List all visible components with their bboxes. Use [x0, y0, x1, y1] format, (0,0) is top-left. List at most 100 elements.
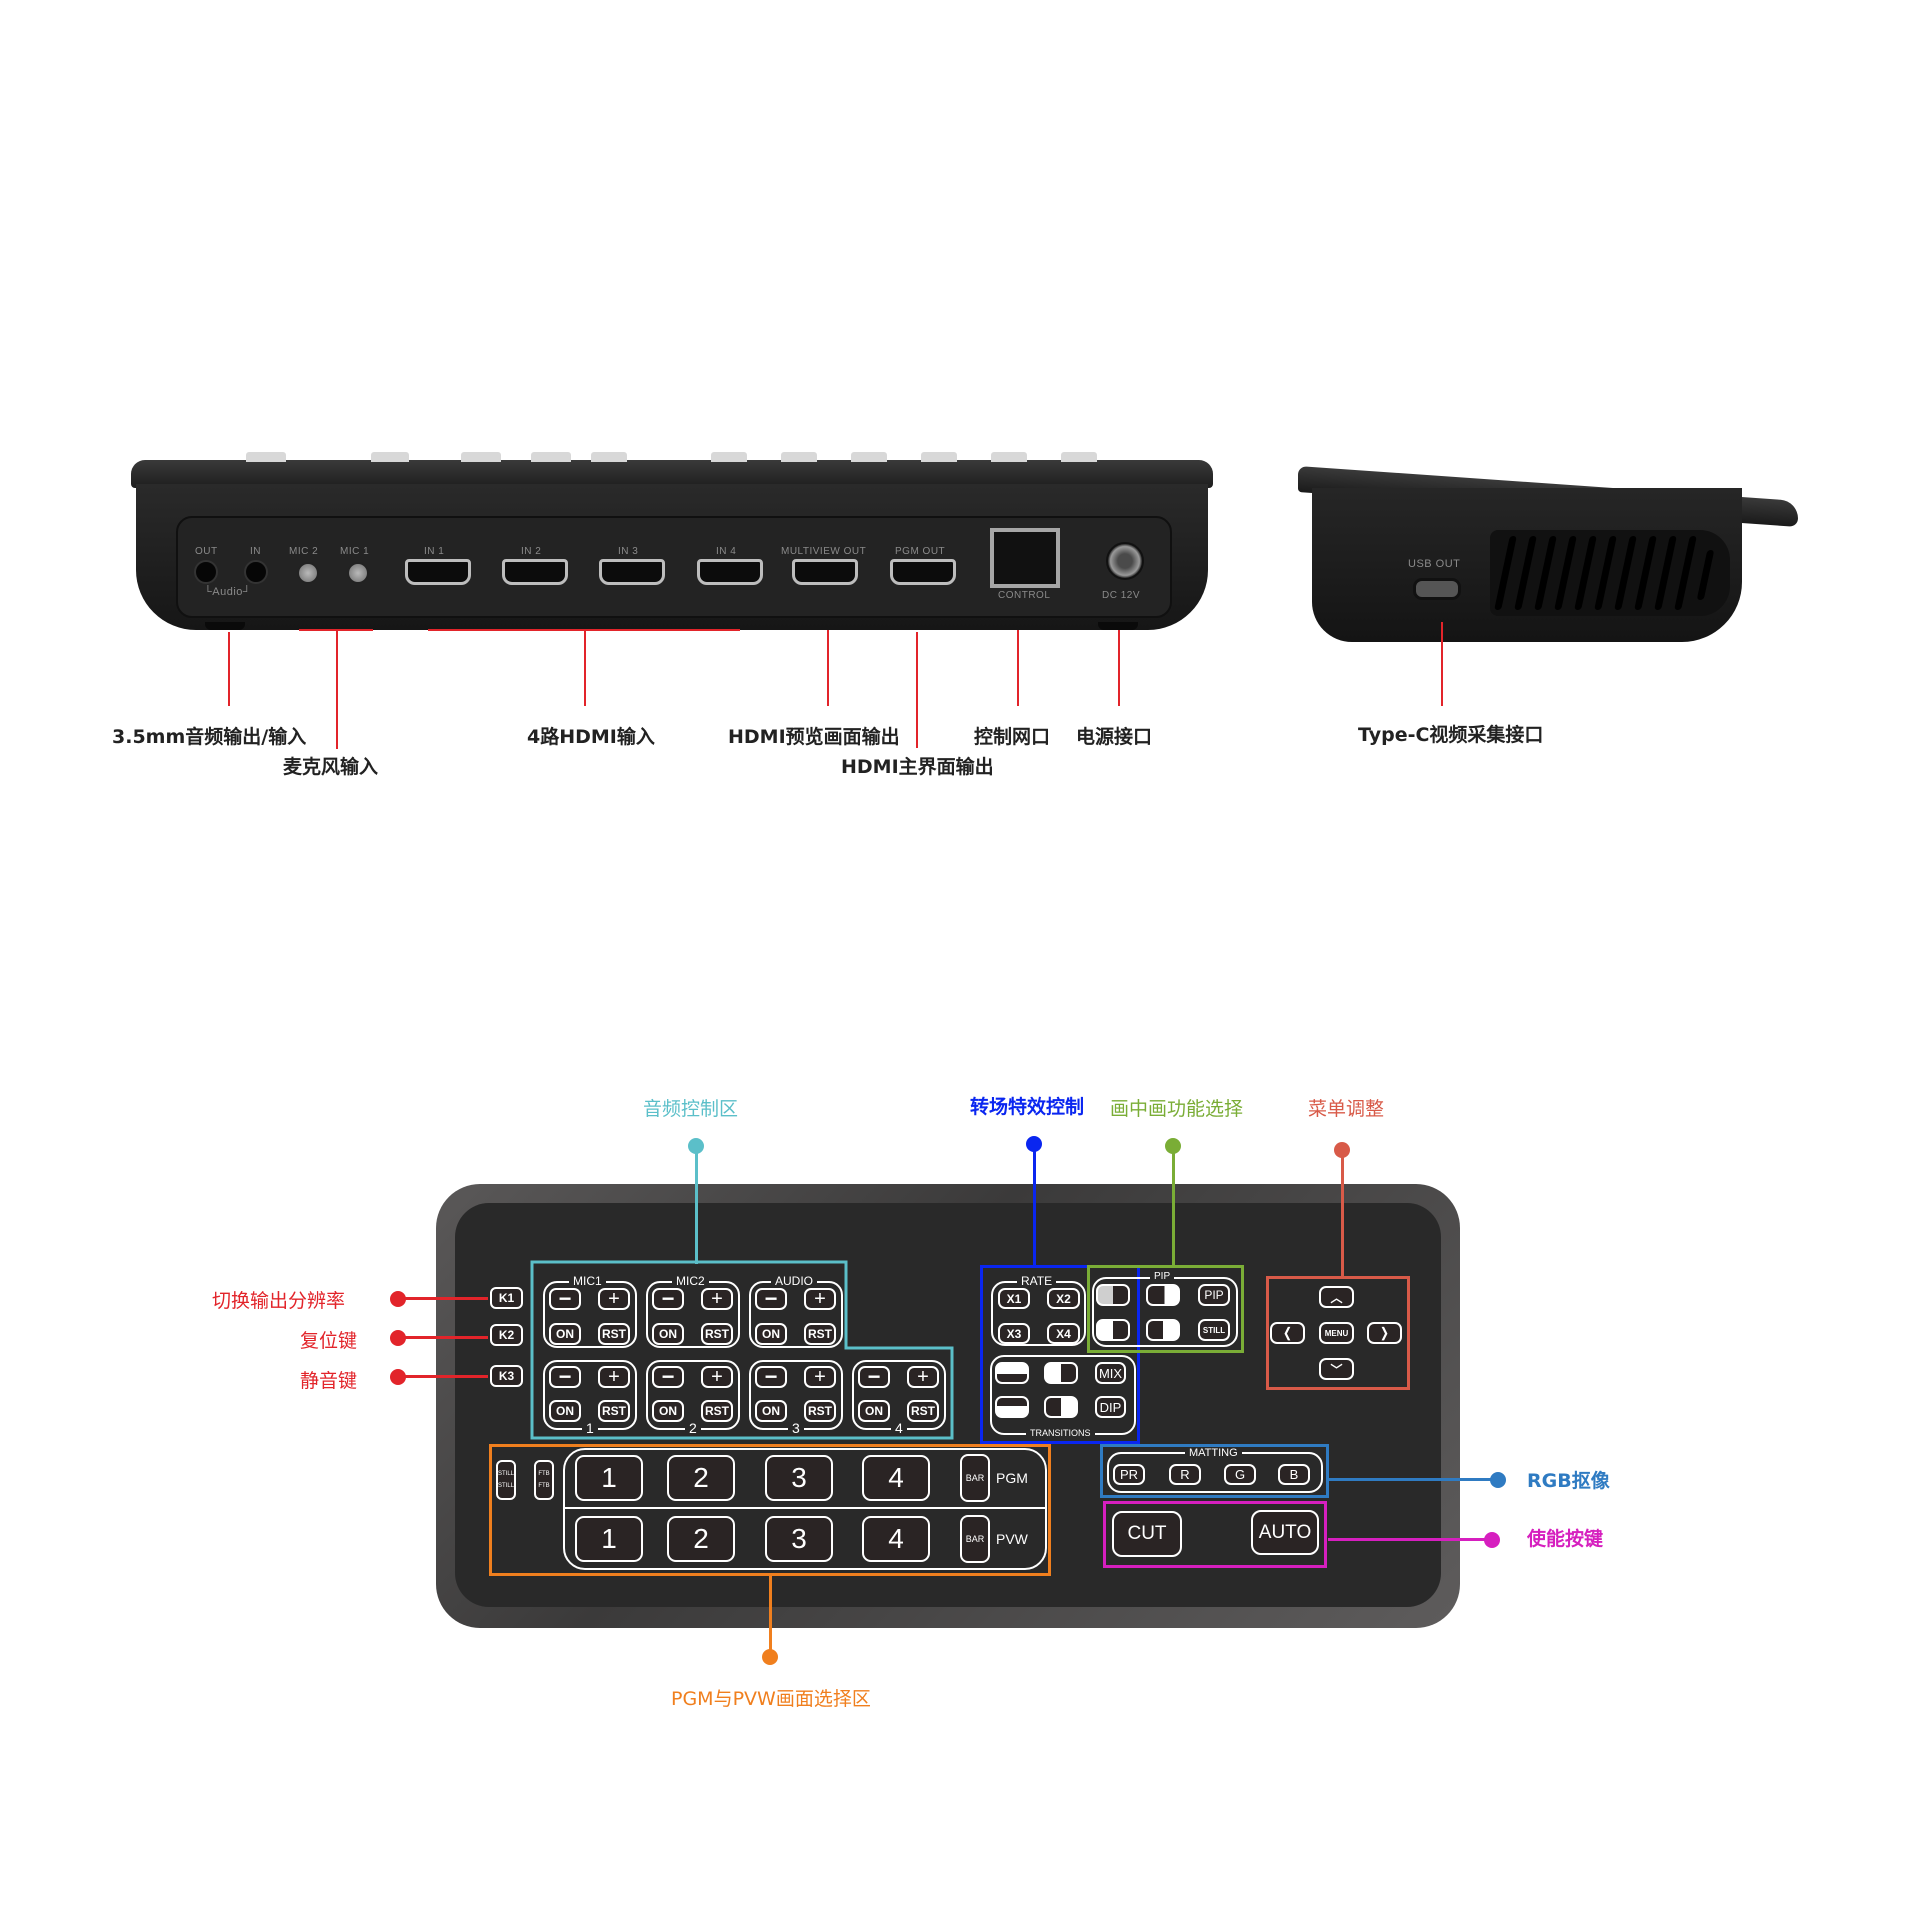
audio-minus-button[interactable]: − [755, 1286, 787, 1311]
audio-plus-button[interactable]: + [804, 1288, 836, 1310]
ch1-minus-button[interactable]: − [549, 1364, 581, 1389]
matting-b-button[interactable]: B [1278, 1464, 1310, 1485]
ch1-plus-button[interactable]: + [598, 1366, 630, 1388]
hdmi-in3-port [599, 559, 665, 585]
menu-up-button[interactable]: ︿ [1319, 1286, 1354, 1308]
ch4-rst-button[interactable]: RST [907, 1400, 939, 1422]
callout-dot [762, 1649, 778, 1665]
ch3-on-button[interactable]: ON [755, 1400, 787, 1422]
audio-group: AUDIO [749, 1275, 843, 1348]
audio-rst-button[interactable]: RST [804, 1323, 836, 1345]
ch1-rst-button[interactable]: RST [598, 1400, 630, 1422]
ch4-minus-button[interactable]: − [858, 1364, 890, 1389]
callout-line [695, 1150, 698, 1264]
mic2-plus-button[interactable]: + [701, 1288, 733, 1310]
rate-zone-outline [980, 1265, 1140, 1357]
wipe-up-transition-button[interactable] [995, 1362, 1029, 1384]
pgm-4-button[interactable]: 4 [862, 1455, 930, 1501]
vent-slot [1534, 536, 1557, 610]
ch2-rst-button[interactable]: RST [701, 1400, 733, 1422]
pip-still-button[interactable]: STILL [1198, 1319, 1230, 1341]
port-label-out: OUT [195, 546, 218, 557]
mic2-group-label: MIC2 [672, 1275, 709, 1287]
matting-g-button[interactable]: G [1224, 1464, 1256, 1485]
audio-on-button[interactable]: ON [755, 1323, 787, 1345]
ch4-plus-button[interactable]: + [907, 1366, 939, 1388]
wipe-down-transition-button[interactable] [995, 1396, 1029, 1418]
rate-x1-button[interactable]: X1 [998, 1288, 1030, 1309]
k1-button[interactable]: K1 [490, 1287, 523, 1309]
port-label-in: IN [250, 546, 261, 557]
pip-top-right-button[interactable] [1146, 1284, 1180, 1306]
ch3-rst-button[interactable]: RST [804, 1400, 836, 1422]
matting-r-button[interactable]: R [1169, 1464, 1201, 1485]
label-pip-zone: 画中画功能选择 [1110, 1098, 1244, 1120]
pvw-3-button[interactable]: 3 [765, 1516, 833, 1562]
pip-bottom-left-button[interactable] [1096, 1319, 1130, 1341]
label-menu-zone: 菜单调整 [1308, 1098, 1385, 1120]
channel1-group: 1 [543, 1360, 637, 1435]
still-button[interactable]: STILL STILL [496, 1460, 516, 1500]
ch1-on-button[interactable]: ON [549, 1400, 581, 1422]
callout-dot [390, 1330, 406, 1346]
menu-left-button[interactable]: ❬ [1270, 1322, 1305, 1344]
pvw-bar-button[interactable]: BAR [960, 1515, 990, 1563]
cut-button[interactable]: CUT [1112, 1511, 1182, 1557]
rate-x3-button[interactable]: X3 [998, 1323, 1030, 1344]
mic1-rst-button[interactable]: RST [598, 1323, 630, 1345]
mic2-rst-button[interactable]: RST [701, 1323, 733, 1345]
callout-dot [390, 1291, 406, 1307]
k3-button[interactable]: K3 [490, 1365, 523, 1387]
callout-line [1033, 1148, 1036, 1266]
pvw-4-button[interactable]: 4 [862, 1516, 930, 1562]
mic2-on-button[interactable]: ON [652, 1323, 684, 1345]
channel3-group: 3 [749, 1360, 843, 1435]
mic1-on-button[interactable]: ON [549, 1323, 581, 1345]
pip-button[interactable]: PIP [1198, 1284, 1230, 1306]
ch4-on-button[interactable]: ON [858, 1400, 890, 1422]
menu-button[interactable]: MENU [1319, 1322, 1354, 1344]
audio-in-jack [244, 560, 268, 584]
wipe-left-transition-button[interactable] [1044, 1362, 1078, 1384]
bus-group-outline [563, 1448, 1047, 1570]
mic1-plus-button[interactable]: + [598, 1288, 630, 1310]
rate-x4-button[interactable]: X4 [1047, 1323, 1080, 1344]
mix-transition-button[interactable]: MIX [1095, 1362, 1126, 1384]
ch2-on-button[interactable]: ON [652, 1400, 684, 1422]
label-transition-zone: 转场特效控制 [970, 1096, 1085, 1118]
port-label-in4: IN 4 [716, 546, 737, 557]
ftb-button[interactable]: FTB FTB [534, 1460, 554, 1500]
vent-slot [1514, 536, 1537, 610]
auto-button[interactable]: AUTO [1251, 1510, 1319, 1555]
callout-line [1172, 1150, 1175, 1266]
wipe-right-transition-button[interactable] [1044, 1396, 1078, 1418]
pvw-1-button[interactable]: 1 [575, 1516, 643, 1562]
keycap [851, 452, 887, 462]
pip-group: PIP [1092, 1271, 1238, 1347]
ch2-minus-button[interactable]: − [652, 1364, 684, 1389]
ch2-plus-button[interactable]: + [701, 1366, 733, 1388]
vent-slot [1654, 536, 1677, 610]
keycap [781, 452, 817, 462]
matting-pr-button[interactable]: PR [1113, 1464, 1145, 1485]
ch3-plus-button[interactable]: + [804, 1366, 836, 1388]
pip-bottom-right-button[interactable] [1146, 1319, 1180, 1341]
rate-x2-button[interactable]: X2 [1047, 1288, 1080, 1309]
pgm-2-button[interactable]: 2 [667, 1455, 735, 1501]
vent-slot [1634, 536, 1657, 610]
mic1-minus-button[interactable]: − [549, 1286, 581, 1311]
menu-right-button[interactable]: ❭ [1367, 1322, 1402, 1344]
menu-down-button[interactable]: ﹀ [1319, 1358, 1354, 1380]
callout-dot [688, 1138, 704, 1154]
vent-grille [1490, 530, 1730, 616]
pgm-bar-button[interactable]: BAR [960, 1454, 990, 1502]
k2-button[interactable]: K2 [490, 1324, 523, 1346]
pgm-3-button[interactable]: 3 [765, 1455, 833, 1501]
pvw-2-button[interactable]: 2 [667, 1516, 735, 1562]
ch3-minus-button[interactable]: − [755, 1364, 787, 1389]
pip-top-left-button[interactable] [1096, 1284, 1130, 1306]
still-label-top: STILL [498, 1471, 515, 1477]
pgm-1-button[interactable]: 1 [575, 1455, 643, 1501]
dip-transition-button[interactable]: DIP [1095, 1396, 1126, 1418]
mic2-minus-button[interactable]: − [652, 1286, 684, 1311]
